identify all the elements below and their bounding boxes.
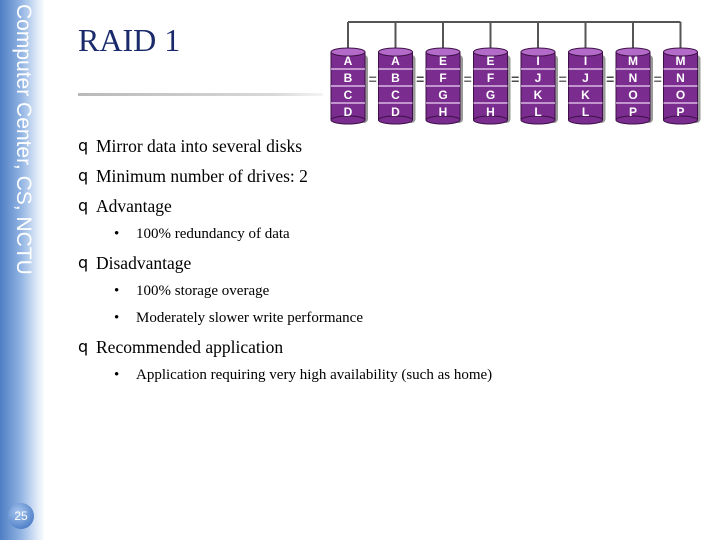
disk-block-label: P — [676, 105, 684, 119]
bullet-marker: q — [78, 253, 89, 272]
disk-block-label: J — [582, 71, 589, 85]
disk-block-label: P — [629, 105, 637, 119]
disk-block-label: B — [391, 71, 400, 85]
disk-block-label: M — [676, 54, 686, 68]
sub-bullet-high-availability: • Application requiring very high availab… — [114, 367, 492, 384]
disk-block-label: G — [486, 88, 495, 102]
sub-bullet-text: 100% storage overage — [136, 283, 270, 299]
disk-block-label: K — [581, 88, 590, 102]
bullet-mirror-data: q Mirror data into several disks — [78, 136, 302, 157]
sidebar-org-name: Computer Center, CS, NCTU — [12, 4, 35, 275]
sub-bullet-text: Moderately slower write performance — [136, 310, 363, 326]
disk-top — [425, 47, 461, 57]
sub-bullet-marker: • — [114, 367, 120, 383]
disk-block-label: N — [629, 71, 638, 85]
disk-block-label: B — [344, 71, 353, 85]
bullet-text: Minimum number of drives: 2 — [96, 166, 308, 186]
disk-block-label: O — [676, 88, 685, 102]
disk-bottom — [663, 115, 698, 125]
disk-bottom — [615, 115, 651, 125]
bullet-text: Mirror data into several disks — [96, 136, 303, 156]
disk-block-label: I — [536, 54, 539, 68]
disk-top — [520, 47, 556, 57]
disk-block-label: F — [439, 71, 446, 85]
sub-bullet-marker: • — [114, 283, 120, 299]
page-number-badge: 25 — [8, 503, 34, 529]
disk-block-label: H — [486, 105, 495, 119]
disk-bus — [347, 21, 682, 48]
sidebar-band: Computer Center, CS, NCTU 25 — [0, 0, 45, 540]
disk-bottom — [425, 115, 461, 125]
disk-block-label: C — [391, 88, 400, 102]
disk-block-label: F — [487, 71, 494, 85]
disk-block-label: L — [534, 105, 541, 119]
disk-block-label: M — [628, 54, 638, 68]
disk-block-label: L — [582, 105, 589, 119]
disk-block-label: E — [439, 54, 447, 68]
mirror-symbol: = — [559, 71, 567, 87]
link-symbol: = — [416, 71, 424, 87]
disk-top — [378, 47, 413, 57]
sub-bullet-redundancy: • 100% redundancy of data — [114, 226, 290, 243]
disk-block-label: D — [344, 105, 353, 119]
bullet-text: Recommended application — [96, 337, 284, 357]
disk-bottom — [378, 115, 413, 125]
link-symbol: = — [606, 71, 614, 87]
bullet-marker: q — [78, 337, 89, 356]
disk-top — [473, 47, 508, 57]
disk-block-label: O — [628, 88, 637, 102]
sub-bullet-marker: • — [114, 310, 120, 326]
disk-block-label: J — [535, 71, 542, 85]
disk-block-label: H — [439, 105, 448, 119]
title-underline — [78, 93, 323, 96]
disk-top — [615, 47, 651, 57]
bullet-marker: q — [78, 166, 89, 185]
mirror-symbol: = — [464, 71, 472, 87]
disk-top — [330, 47, 366, 57]
bullet-marker: q — [78, 196, 89, 215]
disk-block-label: E — [486, 54, 494, 68]
sub-bullet-text: 100% redundancy of data — [136, 226, 290, 242]
mirror-symbol: = — [369, 71, 377, 87]
bullet-text: Advantage — [96, 196, 172, 216]
disk-block-label: N — [676, 71, 685, 85]
sub-bullet-write-performance: • Moderately slower write performance — [114, 310, 363, 327]
disk-top — [568, 47, 603, 57]
sub-bullet-storage-overage: • 100% storage overage — [114, 283, 269, 300]
bullet-recommended-application: q Recommended application — [78, 337, 283, 358]
disk-bottom — [330, 115, 366, 125]
mirror-symbol: = — [654, 71, 662, 87]
disk-block-label: D — [391, 105, 400, 119]
disk-block-label: A — [344, 54, 353, 68]
disk-block-label: G — [438, 88, 447, 102]
mirror-markers: = = = = = = = — [369, 71, 662, 87]
disk-bottom — [473, 115, 508, 125]
sub-bullet-text: Application requiring very high availabi… — [136, 367, 493, 383]
slide-title: RAID 1 — [78, 22, 181, 58]
bullet-advantage: q Advantage — [78, 196, 172, 217]
bullet-text: Disadvantage — [96, 253, 192, 273]
bullet-disadvantage: q Disadvantage — [78, 253, 191, 274]
link-symbol: = — [511, 71, 519, 87]
sub-bullet-marker: • — [114, 226, 120, 242]
bullet-marker: q — [78, 136, 89, 155]
disk-top — [663, 47, 698, 57]
disk-bottom — [520, 115, 556, 125]
disk-block-label: I — [584, 54, 587, 68]
disk-bottom — [568, 115, 603, 125]
bullet-minimum-drives: q Minimum number of drives: 2 — [78, 166, 308, 187]
disk-block-label: K — [534, 88, 543, 102]
disk-block-label: A — [391, 54, 400, 68]
disk-block-label: C — [344, 88, 353, 102]
